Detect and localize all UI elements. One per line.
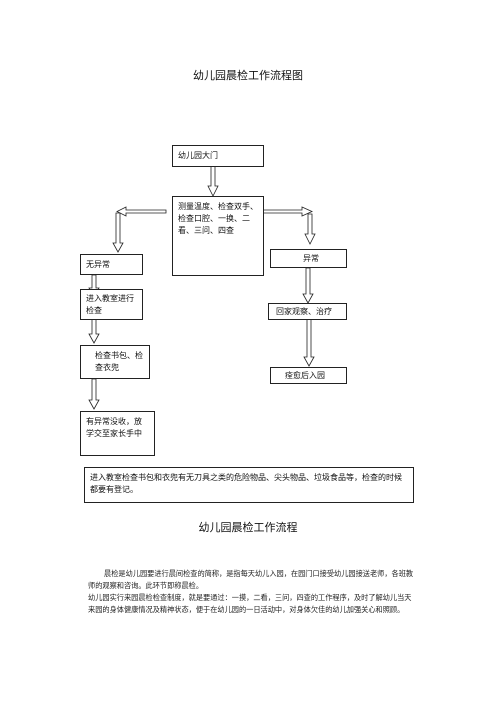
node-label: 有异常没收，放学交至家长手中: [86, 417, 142, 438]
arrow-check-to-right: [259, 206, 313, 217]
arrow-bag-to-confiscate: [88, 378, 100, 410]
node-label: 痊愈后入园: [285, 371, 325, 380]
section-title: 幼儿园晨检工作流程: [198, 521, 298, 534]
node-go-home: 回家观察、治疗: [268, 303, 347, 320]
node-abnormal: 异常: [270, 249, 347, 268]
paragraph-intro: 晨检是幼儿园要进行晨间检查的简称，是指每天幼儿入园，在园门口接受幼儿园接送老师，…: [88, 569, 414, 590]
arrow-gate-to-check: [207, 165, 219, 197]
node-label: 检查书包、检查衣兜: [95, 351, 143, 372]
node-enter-classroom: 进入教室进行检查: [80, 289, 143, 320]
arrow-home-to-recovered: [303, 318, 315, 367]
node-note: 进入教室检查书包和衣兜有无刀具之类的危险物品、尖头物品、垃圾食品等，检查的时候都…: [84, 467, 414, 503]
node-label: 测量温度、检查双手、检查口腔、一换、二看、三问、四查: [178, 202, 258, 235]
arrow-enter-to-bag: [88, 318, 100, 344]
node-label: 回家观察、治疗: [276, 307, 332, 316]
node-label: 幼儿园大门: [178, 151, 218, 160]
arrow-check-to-left: [116, 206, 167, 217]
node-confiscate: 有异常没收，放学交至家长手中: [80, 411, 155, 456]
page-title: 幼儿园晨检工作流程图: [193, 69, 303, 82]
node-kindergarten-gate: 幼儿园大门: [172, 145, 264, 167]
node-normal: 无异常: [80, 254, 143, 275]
node-label: 无异常: [86, 260, 110, 269]
node-health-check: 测量温度、检查双手、检查口腔、一换、二看、三问、四查: [172, 196, 264, 276]
arrow-abnormal-to-home: [302, 267, 314, 304]
node-label: 异常: [303, 254, 319, 263]
node-check-bag: 检查书包、检查衣兜: [80, 345, 150, 379]
node-recovered: 痊愈后入园: [270, 367, 347, 384]
arrow-right-to-abnormal: [304, 213, 316, 245]
arrow-left-to-normal: [112, 212, 124, 253]
node-label: 进入教室进行检查: [86, 294, 134, 315]
paragraph-system: 幼儿园实行来园晨检检查制度，就是要通过：一摸，二看，三问，四查的工作程序，及时了…: [88, 593, 412, 614]
node-label: 进入教室检查书包和衣兜有无刀具之类的危险物品、尖头物品、垃圾食品等，检查的时候都…: [90, 473, 402, 494]
